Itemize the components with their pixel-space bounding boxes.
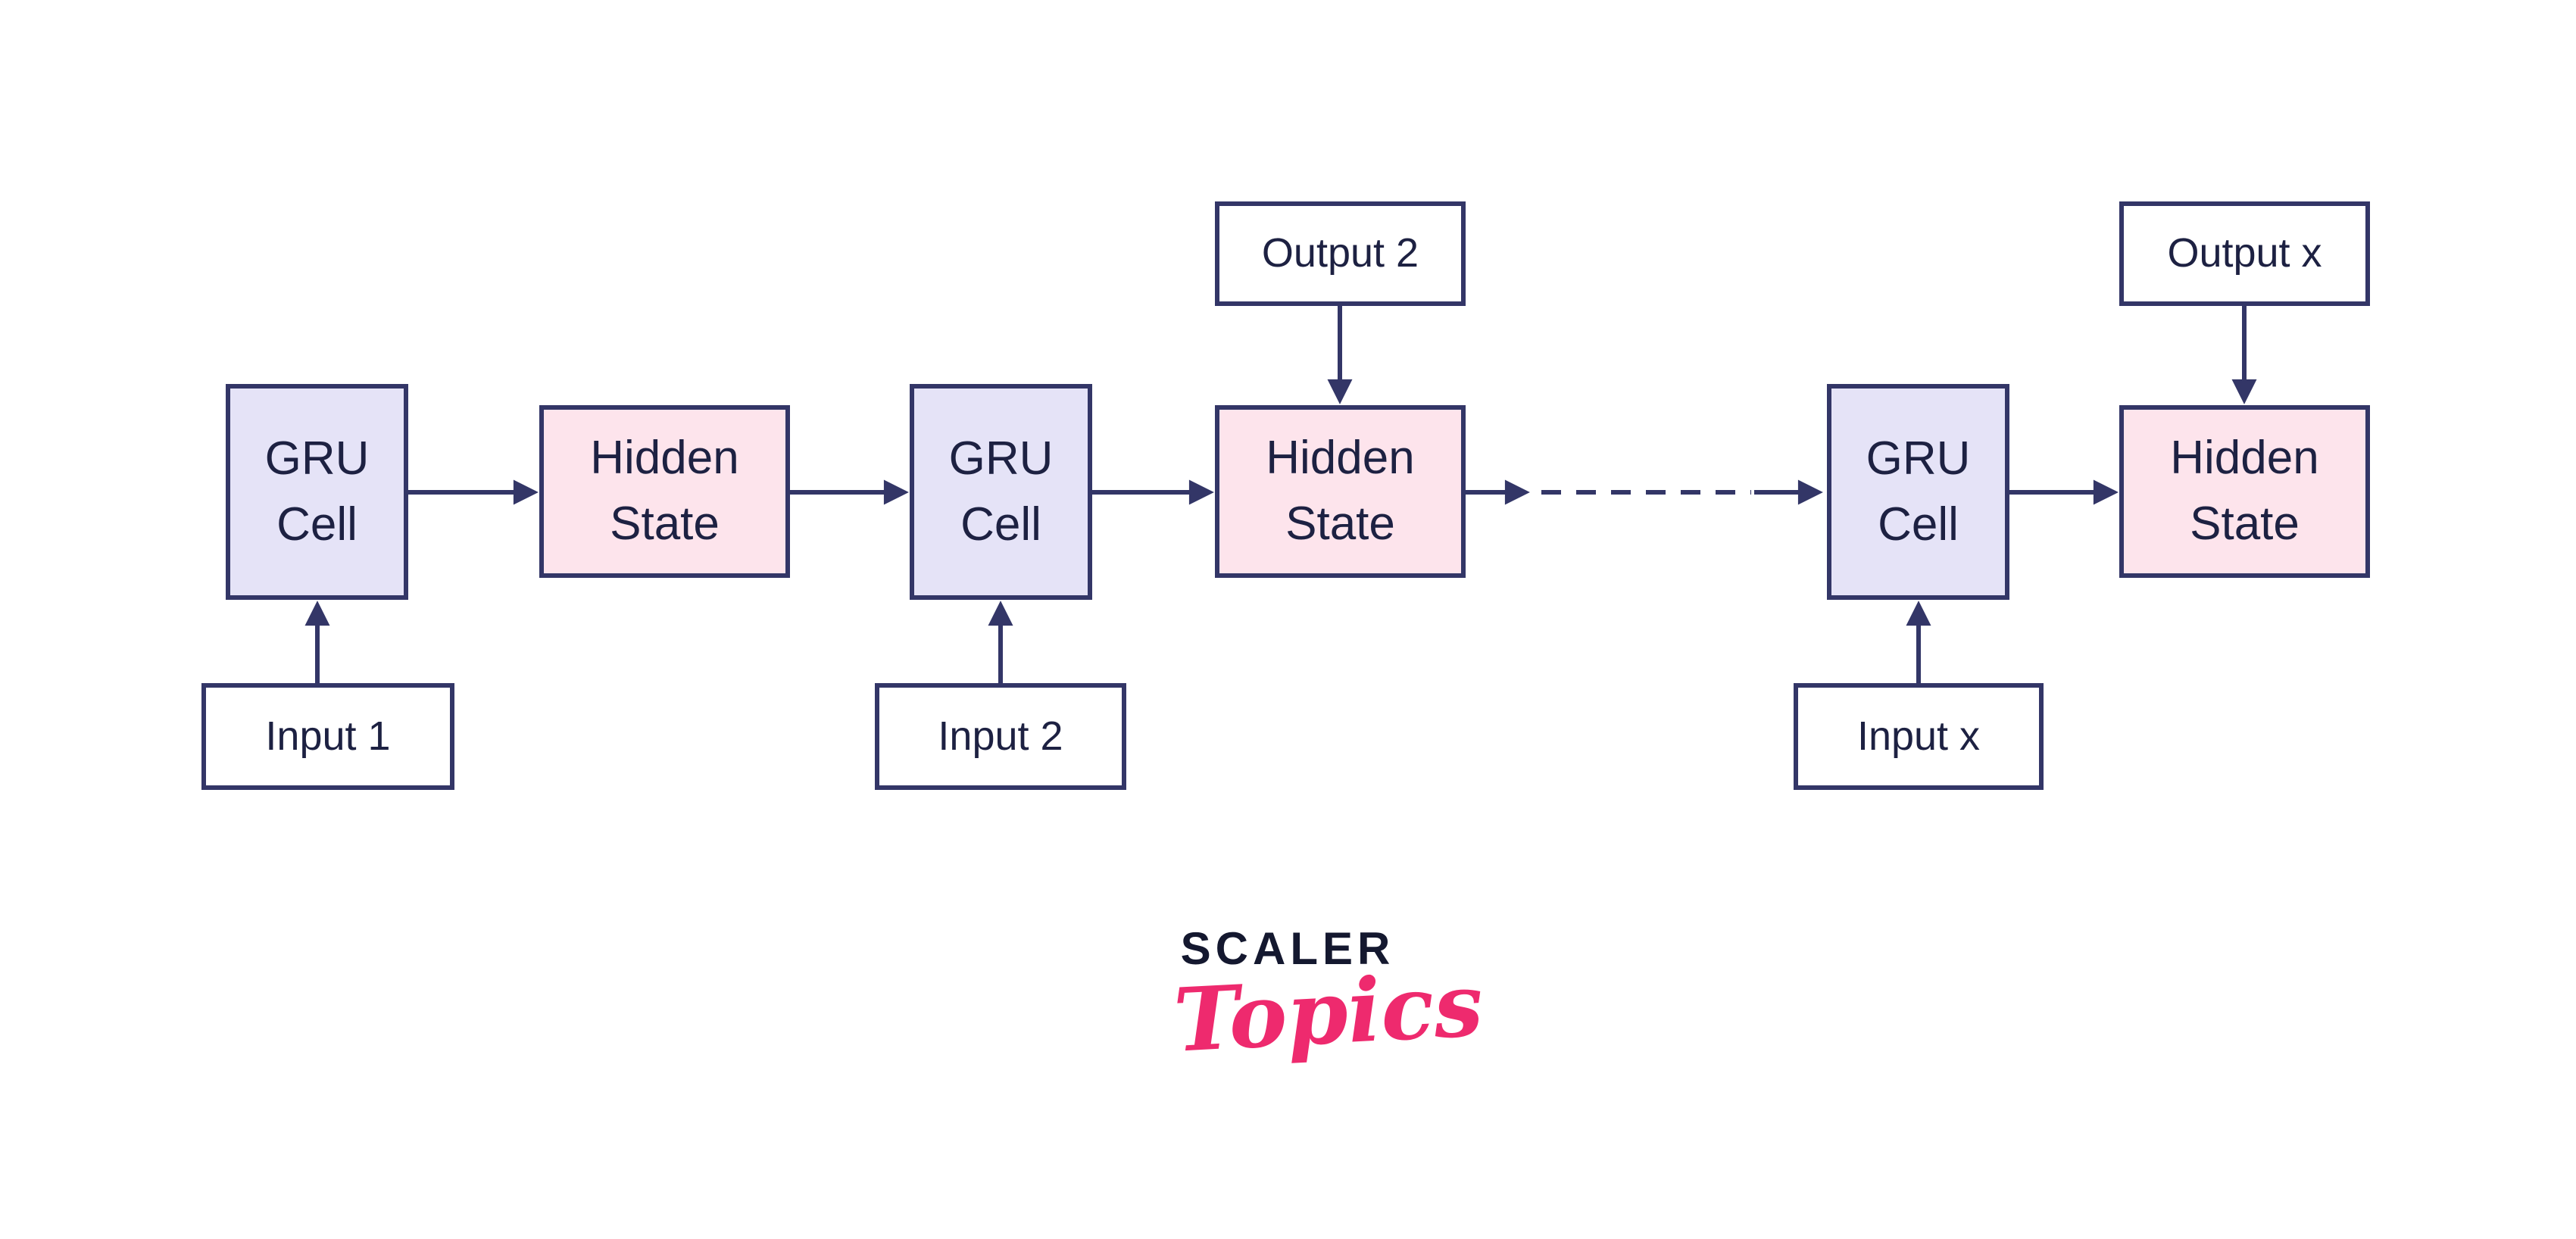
node-output-x: Output x [2119,201,2370,306]
node-output-2: Output 2 [1215,201,1466,306]
node-gru-cell-3: GRU Cell [1827,384,2009,600]
node-gru-cell-2: GRU Cell [910,384,1092,600]
scaler-topics-logo: SCALER Topics [1172,922,1485,1072]
node-input-x: Input x [1794,683,2044,790]
node-hidden-state-2: Hidden State [1215,405,1466,578]
node-gru-cell-1: GRU Cell [226,384,408,600]
logo-topics-text: Topics [1171,953,1486,1072]
node-hidden-state-1: Hidden State [539,405,790,578]
node-hidden-state-3: Hidden State [2119,405,2370,578]
logo-scaler-text: SCALER [1180,923,1395,974]
node-input-2: Input 2 [875,683,1126,790]
node-input-1: Input 1 [201,683,454,790]
